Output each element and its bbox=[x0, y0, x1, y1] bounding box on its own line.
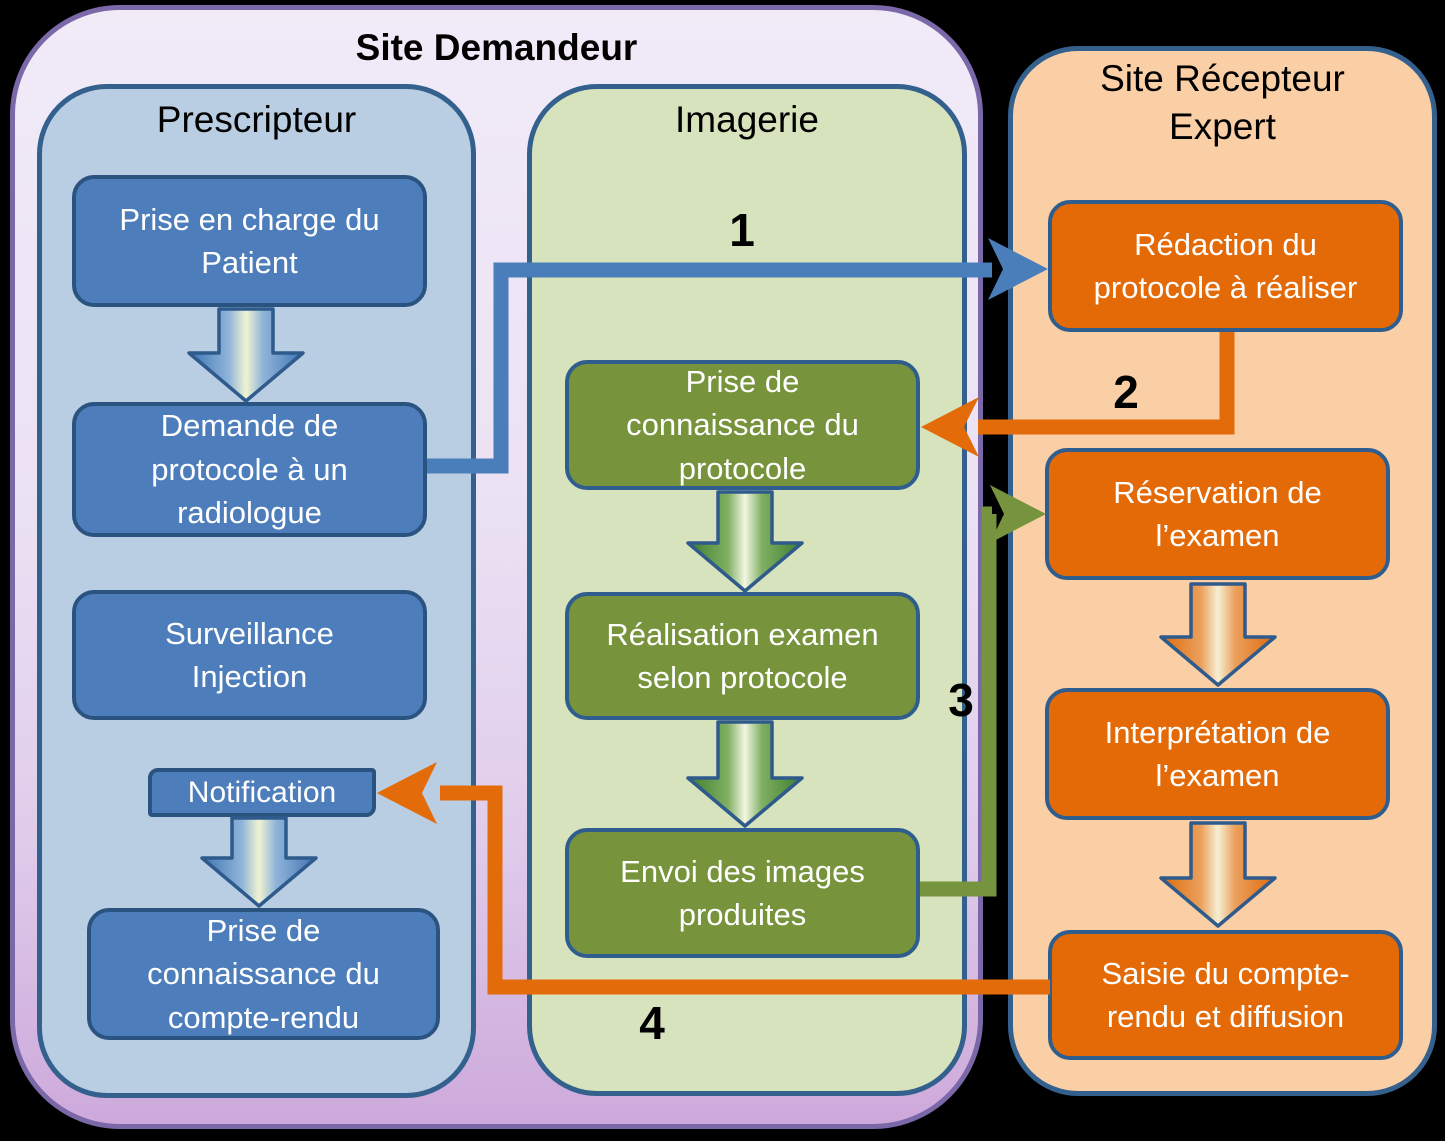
box-prise-en-charge-patient: Prise en charge du Patient bbox=[72, 175, 427, 307]
imagerie-title: Imagerie bbox=[675, 99, 819, 140]
site-recepteur-expert-title: Site Récepteur Expert bbox=[1100, 58, 1345, 148]
box-prise-connaissance-compte-rendu: Prise de connaissance du compte-rendu bbox=[87, 908, 440, 1040]
box-surveillance-injection: Surveillance Injection bbox=[72, 590, 427, 720]
step-label-3: 3 bbox=[948, 674, 974, 726]
step-label-2: 2 bbox=[1113, 366, 1139, 418]
box-interpretation-examen: Interprétation de l’examen bbox=[1045, 688, 1390, 820]
box-envoi-images: Envoi des images produites bbox=[565, 828, 920, 958]
box-saisie-compte-rendu: Saisie du compte- rendu et diffusion bbox=[1048, 930, 1403, 1060]
site-demandeur-title: Site Demandeur bbox=[355, 27, 638, 68]
box-demande-protocole-radiologue: Demande de protocole à un radiologue bbox=[72, 402, 427, 537]
step-label-4: 4 bbox=[639, 997, 665, 1049]
box-realisation-examen: Réalisation examen selon protocole bbox=[565, 592, 920, 720]
box-prise-connaissance-protocole: Prise de connaissance du protocole bbox=[565, 360, 920, 490]
step-label-1: 1 bbox=[729, 204, 755, 256]
box-redaction-protocole: Rédaction du protocole à réaliser bbox=[1048, 200, 1403, 332]
prescripteur-title: Prescripteur bbox=[156, 99, 357, 140]
box-notification: Notification bbox=[148, 768, 376, 817]
box-reservation-examen: Réservation de l’examen bbox=[1045, 448, 1390, 580]
